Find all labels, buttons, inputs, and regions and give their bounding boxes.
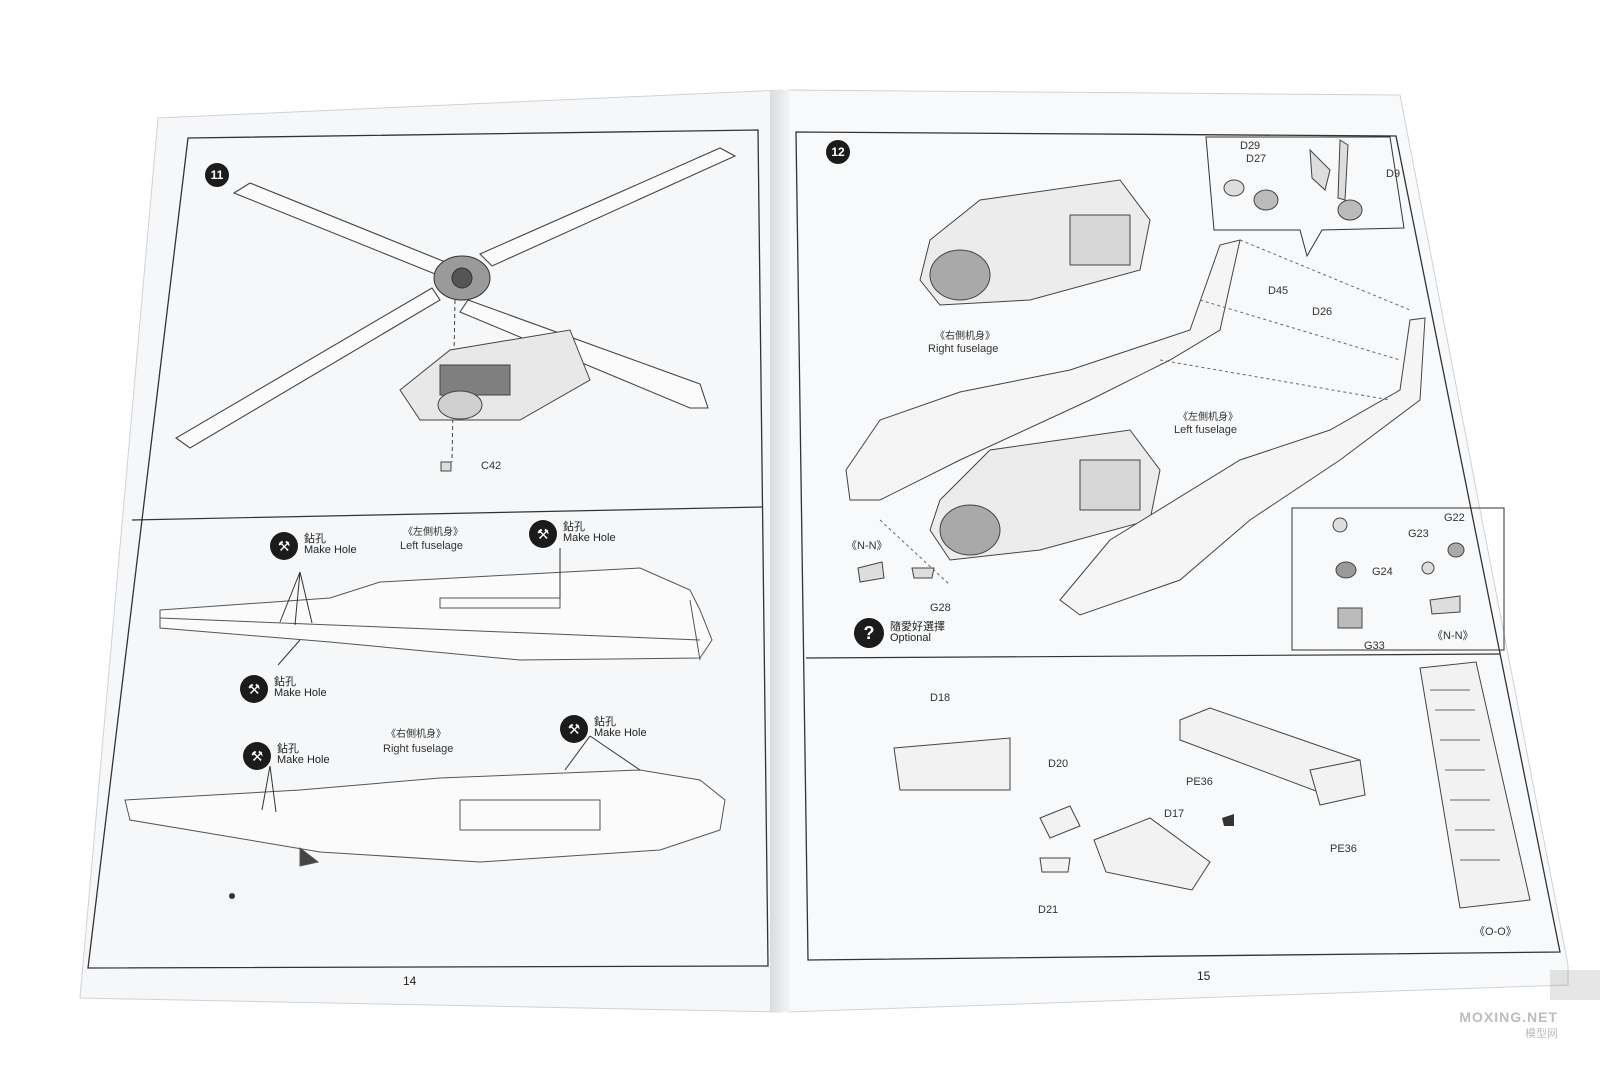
left-fuselage-en-label: Left fuselage — [400, 540, 463, 552]
rotor-blades — [174, 147, 737, 449]
step-12-badge: 12 — [826, 140, 850, 164]
part-g28-label: G28 — [930, 602, 951, 614]
part-d26-label: D26 — [1312, 306, 1333, 318]
part-g23-label: G23 — [1408, 528, 1429, 540]
right-fuselage-cn-label: 《右側机身》 — [386, 729, 446, 740]
part-d17-label: D17 — [1164, 808, 1185, 820]
question-icon: ? — [854, 618, 884, 648]
part-d18-label: D18 — [930, 692, 951, 704]
left-fuselage-shell — [1059, 317, 1426, 616]
drill-icon: ⚒ — [243, 742, 271, 770]
cabin-assembly-top — [919, 179, 1151, 306]
part-g24-label: G24 — [1372, 566, 1393, 578]
part-pe36-b-label: PE36 — [1330, 843, 1357, 855]
step12-right-fuselage-en: Right fuselage — [928, 343, 999, 355]
panel-ticks — [1430, 689, 1500, 861]
right-page-frame — [795, 131, 1561, 961]
step12-right-fuselage-cn: 《右側机身》 — [935, 331, 995, 342]
drill-icon: ⚒ — [529, 520, 557, 548]
right-fuselage-drawing — [124, 735, 726, 867]
pe-part — [1222, 814, 1234, 826]
part-g22-label: G22 — [1444, 512, 1465, 524]
step12-left-fuselage-cn: 《左側机身》 — [1178, 412, 1238, 423]
step-11-badge: 11 — [205, 163, 229, 187]
watermark-cn: 模型网 — [1525, 1028, 1558, 1040]
part-g33-label: G33 — [1364, 640, 1385, 652]
landing-gear-parts — [1223, 139, 1363, 221]
nn-inset-box — [1291, 507, 1505, 651]
watermark: MOXING.NET 模型网 — [1459, 1009, 1558, 1041]
cabin-assembly-bottom — [929, 429, 1161, 561]
connector-lines — [879, 239, 1411, 586]
page-number-15: 15 — [1197, 969, 1211, 983]
part-d21-label: D21 — [1038, 904, 1059, 916]
right-fuselage-en-label: Right fuselage — [383, 743, 454, 755]
part-d9-label: D9 — [1386, 168, 1401, 180]
nn-label-left: 《N-N》 — [846, 540, 888, 552]
watermark-site: MOXING.NET — [1459, 1009, 1558, 1025]
rotor-hub — [433, 255, 491, 301]
left-fuselage-cn-label: 《左側机身》 — [403, 527, 463, 538]
step12-left-fuselage-en: Left fuselage — [1174, 424, 1237, 436]
nn-inset-label: 《N-N》 — [1432, 630, 1474, 642]
left-fuselage-drawing — [159, 548, 713, 666]
part-c42-label: C42 — [481, 460, 502, 472]
drill-icon: ⚒ — [240, 675, 268, 703]
page-number-14: 14 — [403, 974, 417, 988]
small-parts-nn — [857, 561, 935, 583]
part-d20-label: D20 — [1048, 758, 1069, 770]
oo-label: 《O-O》 — [1474, 926, 1517, 938]
part-pe36-a-label: PE36 — [1186, 776, 1213, 788]
drill-icon: ⚒ — [560, 715, 588, 743]
left-page-frame — [87, 129, 769, 969]
transmission-assembly — [399, 329, 591, 421]
right-fuselage-shell — [845, 239, 1241, 501]
nn-inset-parts — [1332, 517, 1465, 629]
landing-gear-inset-box — [1205, 136, 1405, 258]
drill-icon: ⚒ — [270, 532, 298, 560]
part-d45-label: D45 — [1268, 285, 1289, 297]
part-d29-label: D29 — [1240, 140, 1261, 152]
tail-and-step-parts — [893, 661, 1531, 909]
part-d27-label: D27 — [1246, 153, 1267, 165]
